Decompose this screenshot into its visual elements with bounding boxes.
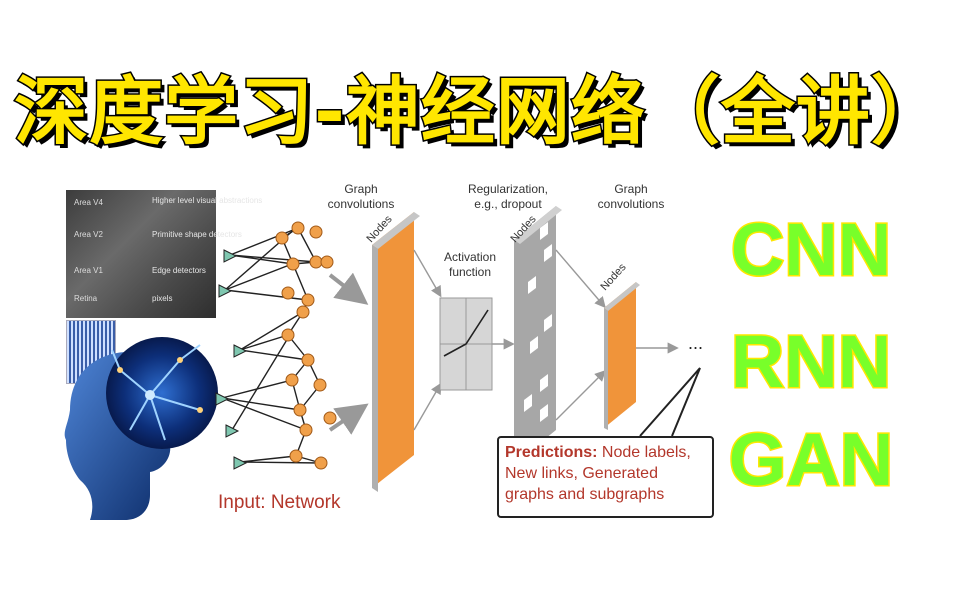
regularization-label: Regularization, e.g., dropout [462,182,554,212]
dropout-layer [514,206,562,464]
activation-label: Activation function [432,250,508,280]
input-label-rest: Network [265,492,341,513]
input-triangle-nodes [215,249,248,470]
acronym-gan: GAN [727,418,894,501]
activation-line1: Activation [443,250,497,264]
area-v1-label: Area V1 [74,266,103,275]
area-v4-note: Higher level visual abstractions [152,196,263,205]
acronym-rnn: RNN [729,320,892,403]
graph-conv-layer-1 [372,212,420,492]
predictions-callout: Predictions: Node labels, New links, Gen… [497,436,714,518]
graph-conv-2-label: Graph convolutions [596,182,666,212]
activation-function-box [439,297,493,391]
graph-conv-2-line2: convolutions [597,197,665,211]
area-v4-label: Area V4 [74,198,103,207]
area-v2-label: Area V2 [74,230,103,239]
graph-conv-1-label: Graph convolutions [326,182,396,212]
graph-conv-layer-2 [604,282,640,430]
graph-conv-1-line1: Graph [344,182,378,196]
graph-edges [221,227,327,464]
neuron-image [106,337,218,449]
page-title: 深度学习-神经网络（全讲） [13,68,947,157]
graph-conv-2-line1: Graph [614,182,648,196]
area-v1-note: Edge detectors [152,266,206,275]
retina-note: pixels [152,294,173,303]
acronym-cnn: CNN [729,208,892,291]
predictions-head: Predictions: [505,444,598,461]
retina-label: Retina [74,294,98,303]
input-network-label: Input: Network [218,492,341,514]
ellipsis: ... [688,333,704,353]
area-v2-note: Primitive shape detectors [152,230,242,239]
regularization-line2: e.g., dropout [474,197,542,211]
graph-nodes [275,221,337,470]
input-label-bold: Input: [218,492,266,513]
graph-conv-1-line2: convolutions [327,197,395,211]
regularization-line1: Regularization, [467,182,549,196]
brain-scan-image: Area V4 Area V2 Area V1 Retina Higher le… [66,190,262,318]
predictions-text: Node labels, New links, Generated graphs… [505,444,691,503]
activation-line2: function [448,265,492,279]
